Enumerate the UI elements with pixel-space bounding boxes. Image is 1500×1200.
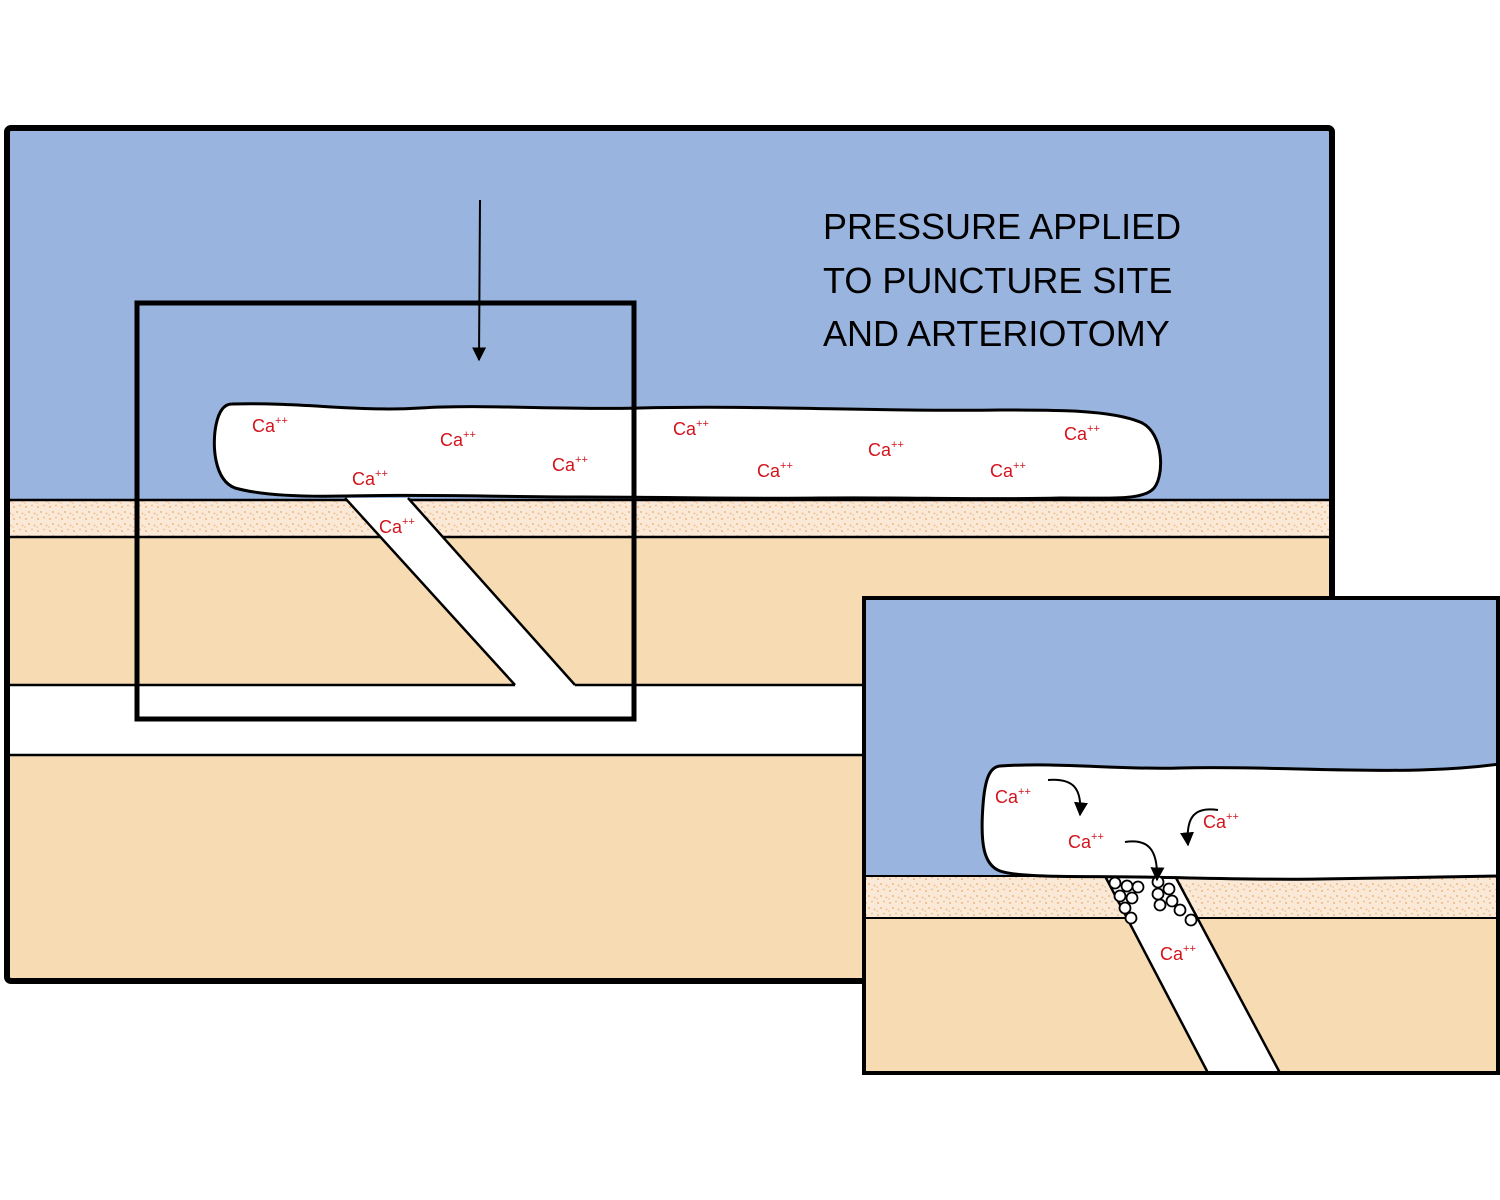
puncture-tract	[345, 498, 575, 685]
calcium-ion: Ca++	[552, 454, 588, 475]
inset-panel-border	[862, 596, 1500, 1075]
inset-hemostatic-pad	[980, 762, 1498, 881]
calcium-ion: Ca++	[1203, 811, 1239, 832]
calcium-ion: Ca++	[757, 460, 793, 481]
calcium-ions-main: Ca++ Ca++ Ca++ Ca++ Ca++ Ca++ Ca++ Ca++ …	[252, 415, 1100, 537]
platelet	[1131, 880, 1145, 894]
calcium-ion: Ca++	[440, 429, 476, 450]
platelet	[1118, 901, 1132, 915]
platelet	[1151, 887, 1165, 901]
platelet	[1165, 894, 1179, 908]
platelet	[1113, 889, 1127, 903]
calcium-ion: Ca++	[995, 786, 1031, 807]
calcium-ion: Ca++	[1160, 943, 1196, 964]
magnification-frame	[134, 300, 637, 722]
calcium-ion: Ca++	[1064, 423, 1100, 444]
calcium-ion: Ca++	[379, 516, 415, 537]
calcium-ion: Ca++	[673, 418, 709, 439]
inset-tract-right-edge	[1173, 875, 1282, 1073]
puncture-tract-left-edge	[344, 497, 516, 686]
platelet	[1108, 876, 1122, 890]
platelet	[1124, 911, 1138, 925]
annotation-line-1: PRESSURE APPLIED	[823, 206, 1181, 247]
annotation-line-2: TO PUNCTURE SITE	[823, 260, 1172, 301]
hemostatic-pad	[212, 402, 1163, 501]
platelet	[1184, 913, 1198, 927]
curved-arrow	[1124, 840, 1165, 882]
platelet	[1120, 879, 1134, 893]
puncture-tract-right-edge	[407, 497, 576, 686]
main-panel-border	[4, 125, 1335, 984]
calcium-ion: Ca++	[252, 415, 288, 436]
platelet	[1173, 903, 1187, 917]
platelet-cluster	[1108, 875, 1198, 927]
calcium-ion: Ca++	[352, 468, 388, 489]
calcium-ion: Ca++	[868, 439, 904, 460]
calcium-ion: Ca++	[990, 460, 1026, 481]
platelet	[1162, 882, 1176, 896]
curved-arrow	[1180, 808, 1219, 847]
platelet	[1153, 898, 1167, 912]
curved-arrow	[1047, 778, 1088, 817]
annotation-line-3: AND ARTERIOTOMY	[823, 313, 1170, 354]
pressure-arrow	[472, 199, 487, 362]
dermis-layer	[7, 500, 1332, 537]
inset-panel: Ca++ Ca++ Ca++ Ca++	[862, 596, 1500, 1075]
inset-puncture-tract	[1105, 876, 1280, 1073]
calcium-ion: Ca++	[1068, 831, 1104, 852]
calcium-ions-inset: Ca++ Ca++ Ca++ Ca++	[995, 786, 1239, 964]
platelet	[1125, 891, 1139, 905]
